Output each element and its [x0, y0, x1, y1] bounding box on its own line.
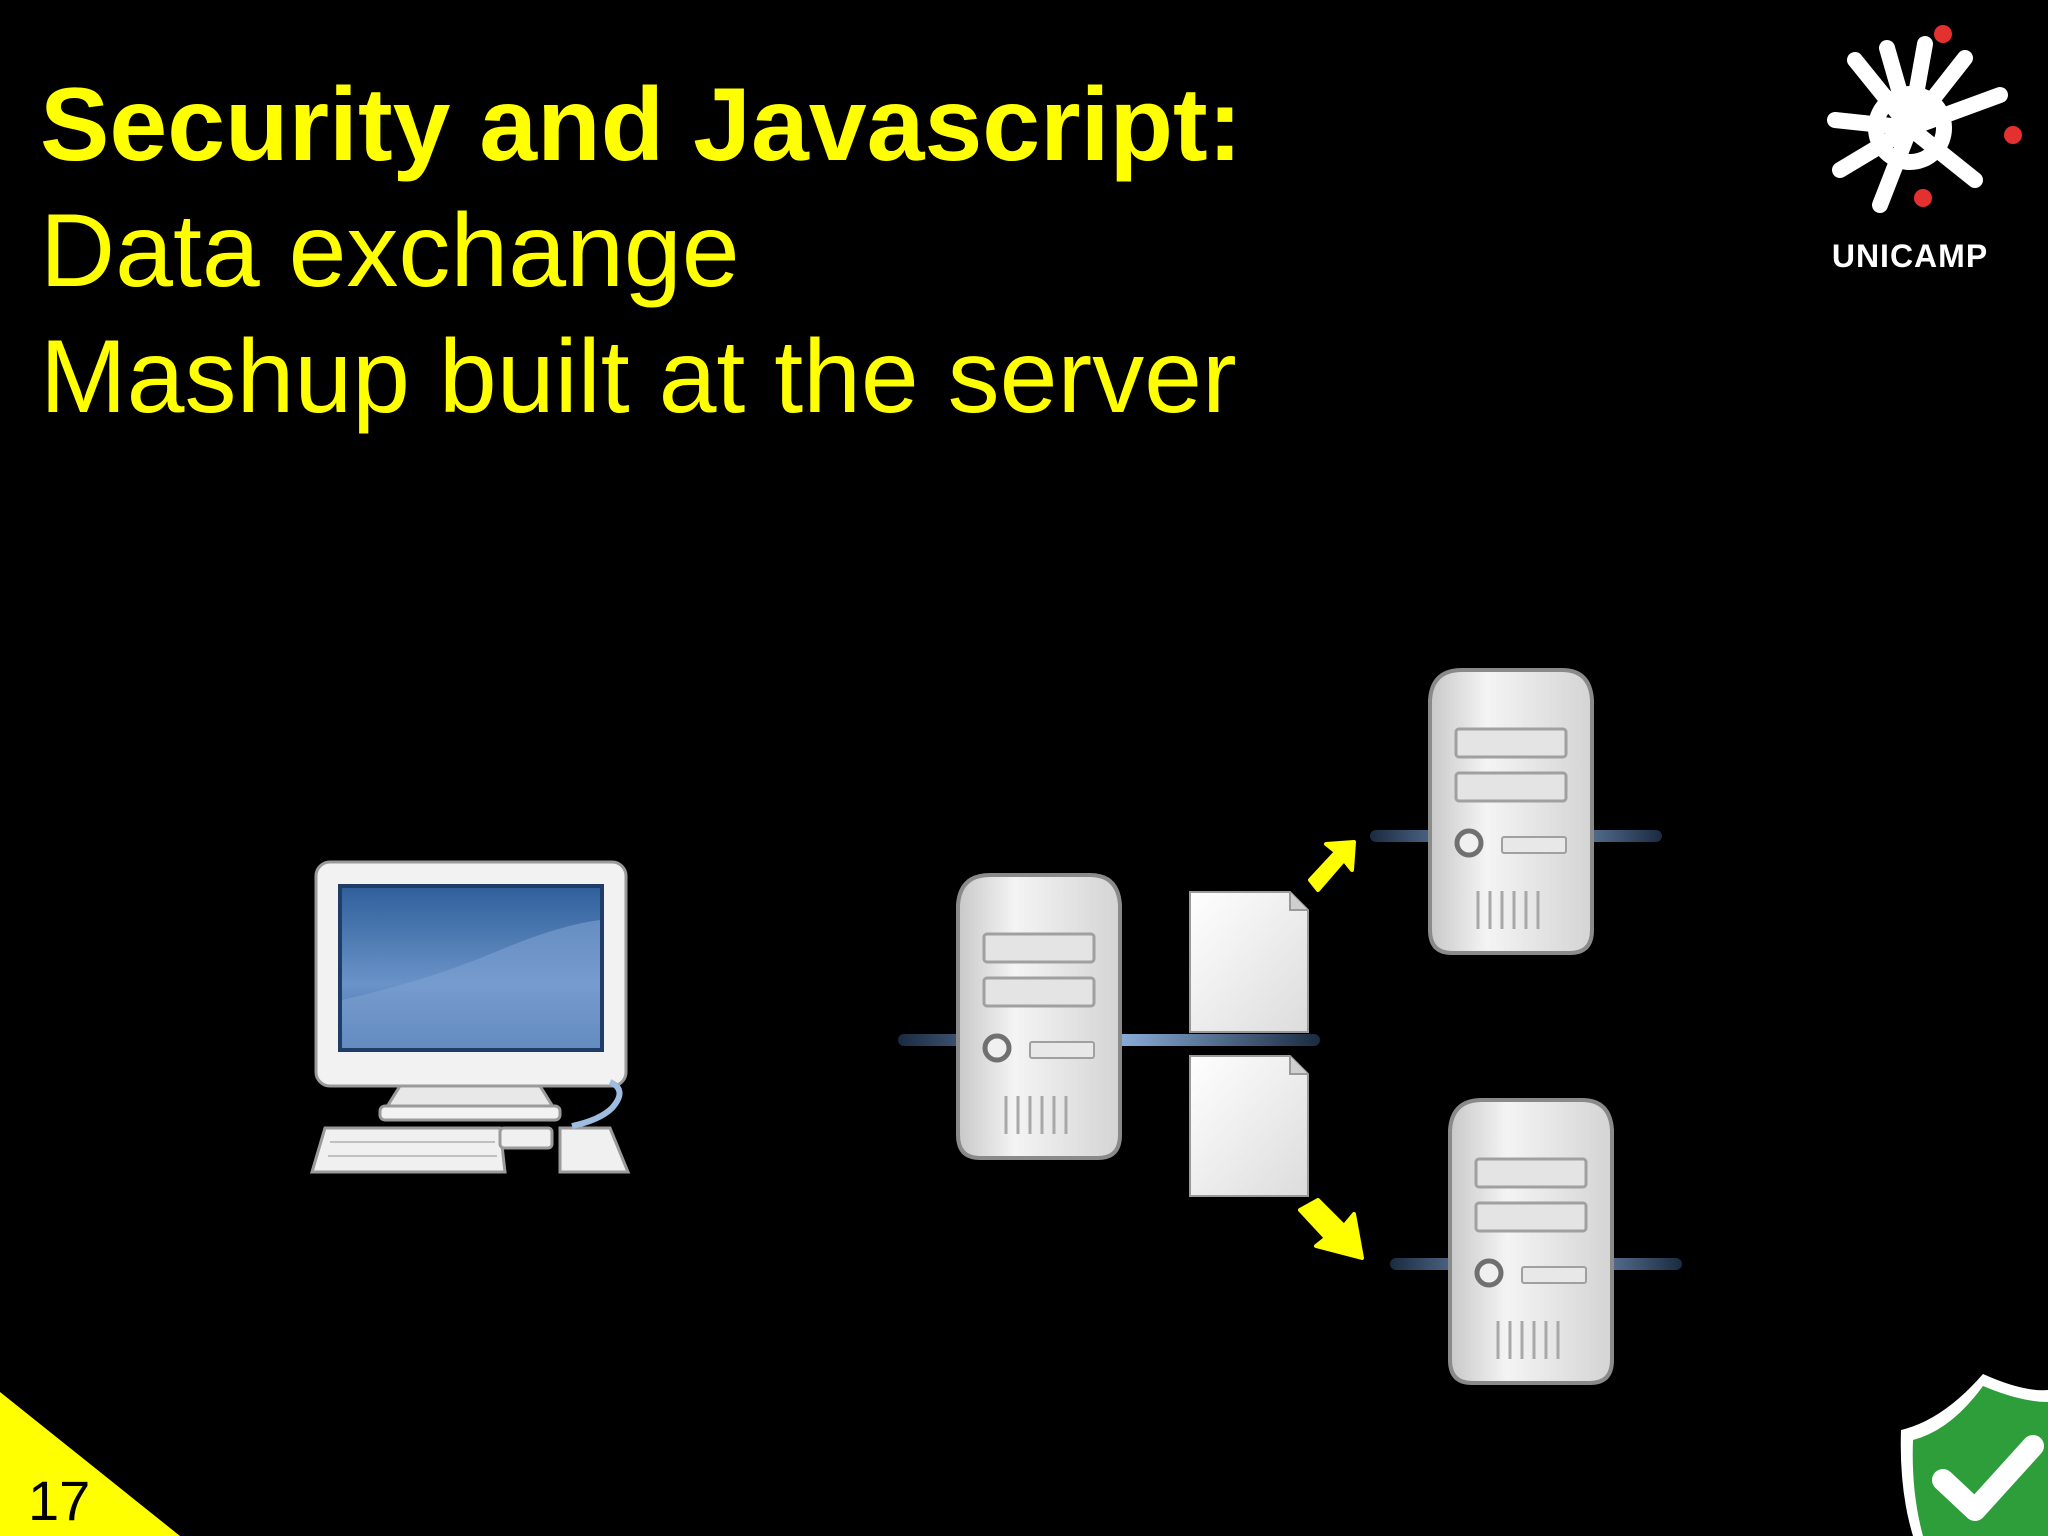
title-subheading-2: Mashup built at the server: [40, 319, 1237, 435]
logo-wordmark: UNICAMP: [1831, 238, 1989, 274]
server-icon: [1370, 668, 1662, 955]
title-heading: Security and Javascript:: [40, 67, 1243, 183]
server-icon: [898, 873, 1320, 1160]
server-icon: [1390, 1098, 1682, 1385]
page-number: 17: [28, 1469, 91, 1532]
unicamp-logo: UNICAMP: [1795, 20, 2025, 280]
title-subheading-1: Data exchange: [40, 193, 740, 309]
arrow-icon: [1308, 840, 1356, 892]
slide-title: Security and Javascript: Data exchange M…: [40, 62, 1242, 440]
page-corner-triangle: [0, 1392, 180, 1536]
unicamp-logo-icon: [1827, 25, 2022, 213]
desktop-computer-icon: [309, 860, 631, 1174]
arrow-icon: [1298, 1198, 1364, 1260]
document-icon: [1189, 1055, 1309, 1197]
document-icon: [1189, 891, 1309, 1033]
shield-check-icon: [1900, 1374, 2048, 1536]
